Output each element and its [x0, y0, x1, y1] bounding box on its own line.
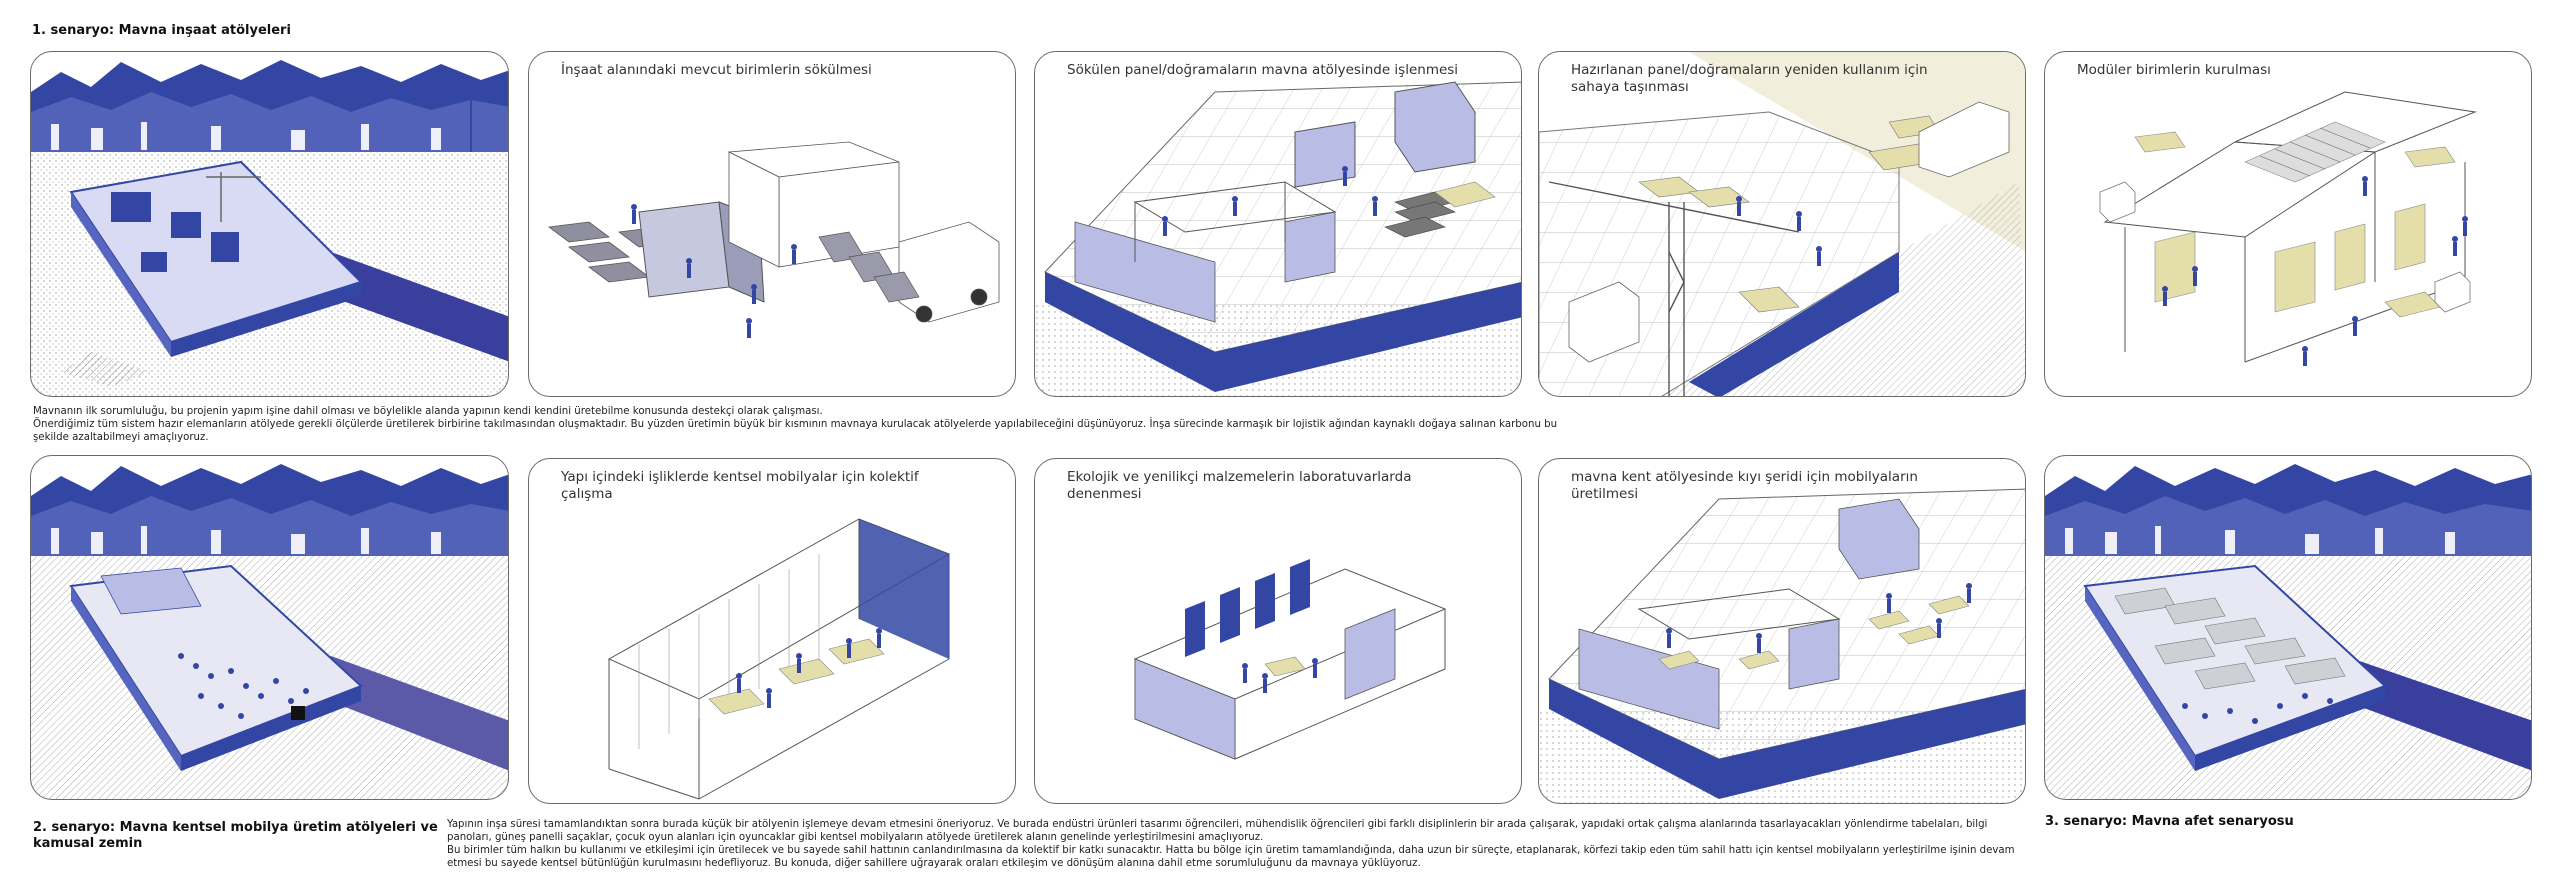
lab-illustration — [1133, 559, 1447, 760]
panel-caption: mavna kent atölyesinde kıyı şeridi için … — [1571, 469, 1918, 502]
module-unit-icon — [638, 201, 730, 298]
description-line: Mavnanın ilk sorumluluğu, bu projenin ya… — [33, 406, 823, 417]
workshop-illustration — [1035, 81, 1521, 396]
container-icon — [2114, 587, 2346, 690]
panel-caption: Sökülen panel/doğramaların mavna atölyes… — [1067, 62, 1459, 78]
scenario2-furniture-production-panel: mavna kent atölyesinde kıyı şeridi için … — [1538, 458, 2026, 804]
worker-icon — [1162, 166, 1378, 236]
scenario1-description: Mavnanın ilk sorumluluğu, bu projenin ya… — [33, 405, 1563, 444]
scenario3-title: 3. senaryo: Mavna afet senaryosu — [2045, 814, 2294, 829]
scenario2-barge-overview-panel — [30, 455, 509, 800]
furniture-production-illustration — [1539, 488, 2025, 803]
worker-icon — [736, 628, 882, 708]
scenario1-workshop-panel: Sökülen panel/doğramaların mavna atölyes… — [1034, 51, 1522, 397]
scenario1-transport-panel: Hazırlanan panel/doğramaların yeniden ku… — [1538, 51, 2026, 397]
description-line: Bu birimler tüm halkın bu kullanımı ve e… — [447, 845, 2015, 856]
worker-icon — [1736, 196, 1822, 266]
panel-caption: Ekolojik ve yenilikçi malzemelerin labor… — [1067, 469, 1412, 502]
scenario1-assembly-panel: Modüler birimlerin kurulması — [2044, 51, 2532, 397]
scenario2-lab-panel: Ekolojik ve yenilikçi malzemelerin labor… — [1034, 458, 1522, 804]
crowd-icon — [178, 653, 309, 719]
worker-icon — [2162, 176, 2468, 366]
description-line: panoları, güneş panelli saçaklar, çocuk … — [447, 832, 1264, 843]
panel-stack-icon — [1384, 191, 1456, 238]
worker-icon — [1666, 583, 1972, 653]
barge-public-ground-illustration — [31, 464, 508, 799]
panel-stack-icon — [1638, 115, 1940, 313]
dismantling-illustration — [547, 141, 1000, 338]
barge-overview-illustration — [31, 60, 508, 396]
truck-icon — [1568, 101, 2010, 363]
scenario2-title: 2. senaryo: Mavna kentsel mobilya üretim… — [33, 820, 438, 851]
forklift-icon — [2099, 181, 2471, 313]
barge-hull-icon — [1689, 252, 1899, 396]
worker-icon — [631, 204, 797, 338]
description-line: Yapının inşa süresi tamamlandıktan sonra… — [447, 819, 1988, 830]
scenario1-barge-overview-panel — [30, 51, 509, 397]
worker-icon — [1242, 658, 1318, 693]
panel-caption: Modüler birimlerin kurulması — [2077, 62, 2271, 78]
scenario3-disaster-panel — [2044, 455, 2532, 800]
description-line: Önerdiğimiz tüm sistem hazır elemanların… — [33, 419, 1558, 430]
crane-icon — [1548, 181, 1800, 396]
disaster-scenario-illustration — [2045, 464, 2531, 799]
description-line: etmesi bu sayede kentsel bütünlüğün kuru… — [447, 858, 1421, 869]
crane-icon — [451, 92, 501, 152]
panel-caption: Hazırlanan panel/doğramaların yeniden ku… — [1571, 62, 1928, 95]
collective-work-illustration — [607, 518, 951, 800]
panel-caption: İnşaat alanındaki mevcut birimlerin sökü… — [561, 62, 872, 78]
furniture-icon — [1658, 595, 1970, 670]
barge-hull-icon — [1549, 679, 2025, 799]
assembly-illustration — [2099, 91, 2477, 366]
scenario2-description: Yapının inşa süresi tamamlandıktan sonra… — [447, 818, 2047, 870]
transport-illustration — [1539, 52, 2025, 396]
crowd-icon — [2182, 693, 2333, 724]
panel-caption: Yapı içindeki işliklerde kentsel mobilya… — [561, 469, 919, 502]
scenario1-dismantling-panel: İnşaat alanındaki mevcut birimlerin sökü… — [528, 51, 1016, 397]
description-line: şekilde azaltabilmeyi amaçlıyoruz. — [33, 432, 209, 443]
barge-hull-icon — [1045, 272, 1521, 392]
scenario2-collective-work-panel: Yapı içindeki işliklerde kentsel mobilya… — [528, 458, 1016, 804]
scenario1-title: 1. senaryo: Mavna inşaat atölyeleri — [32, 23, 291, 38]
truck-icon — [727, 141, 1000, 323]
